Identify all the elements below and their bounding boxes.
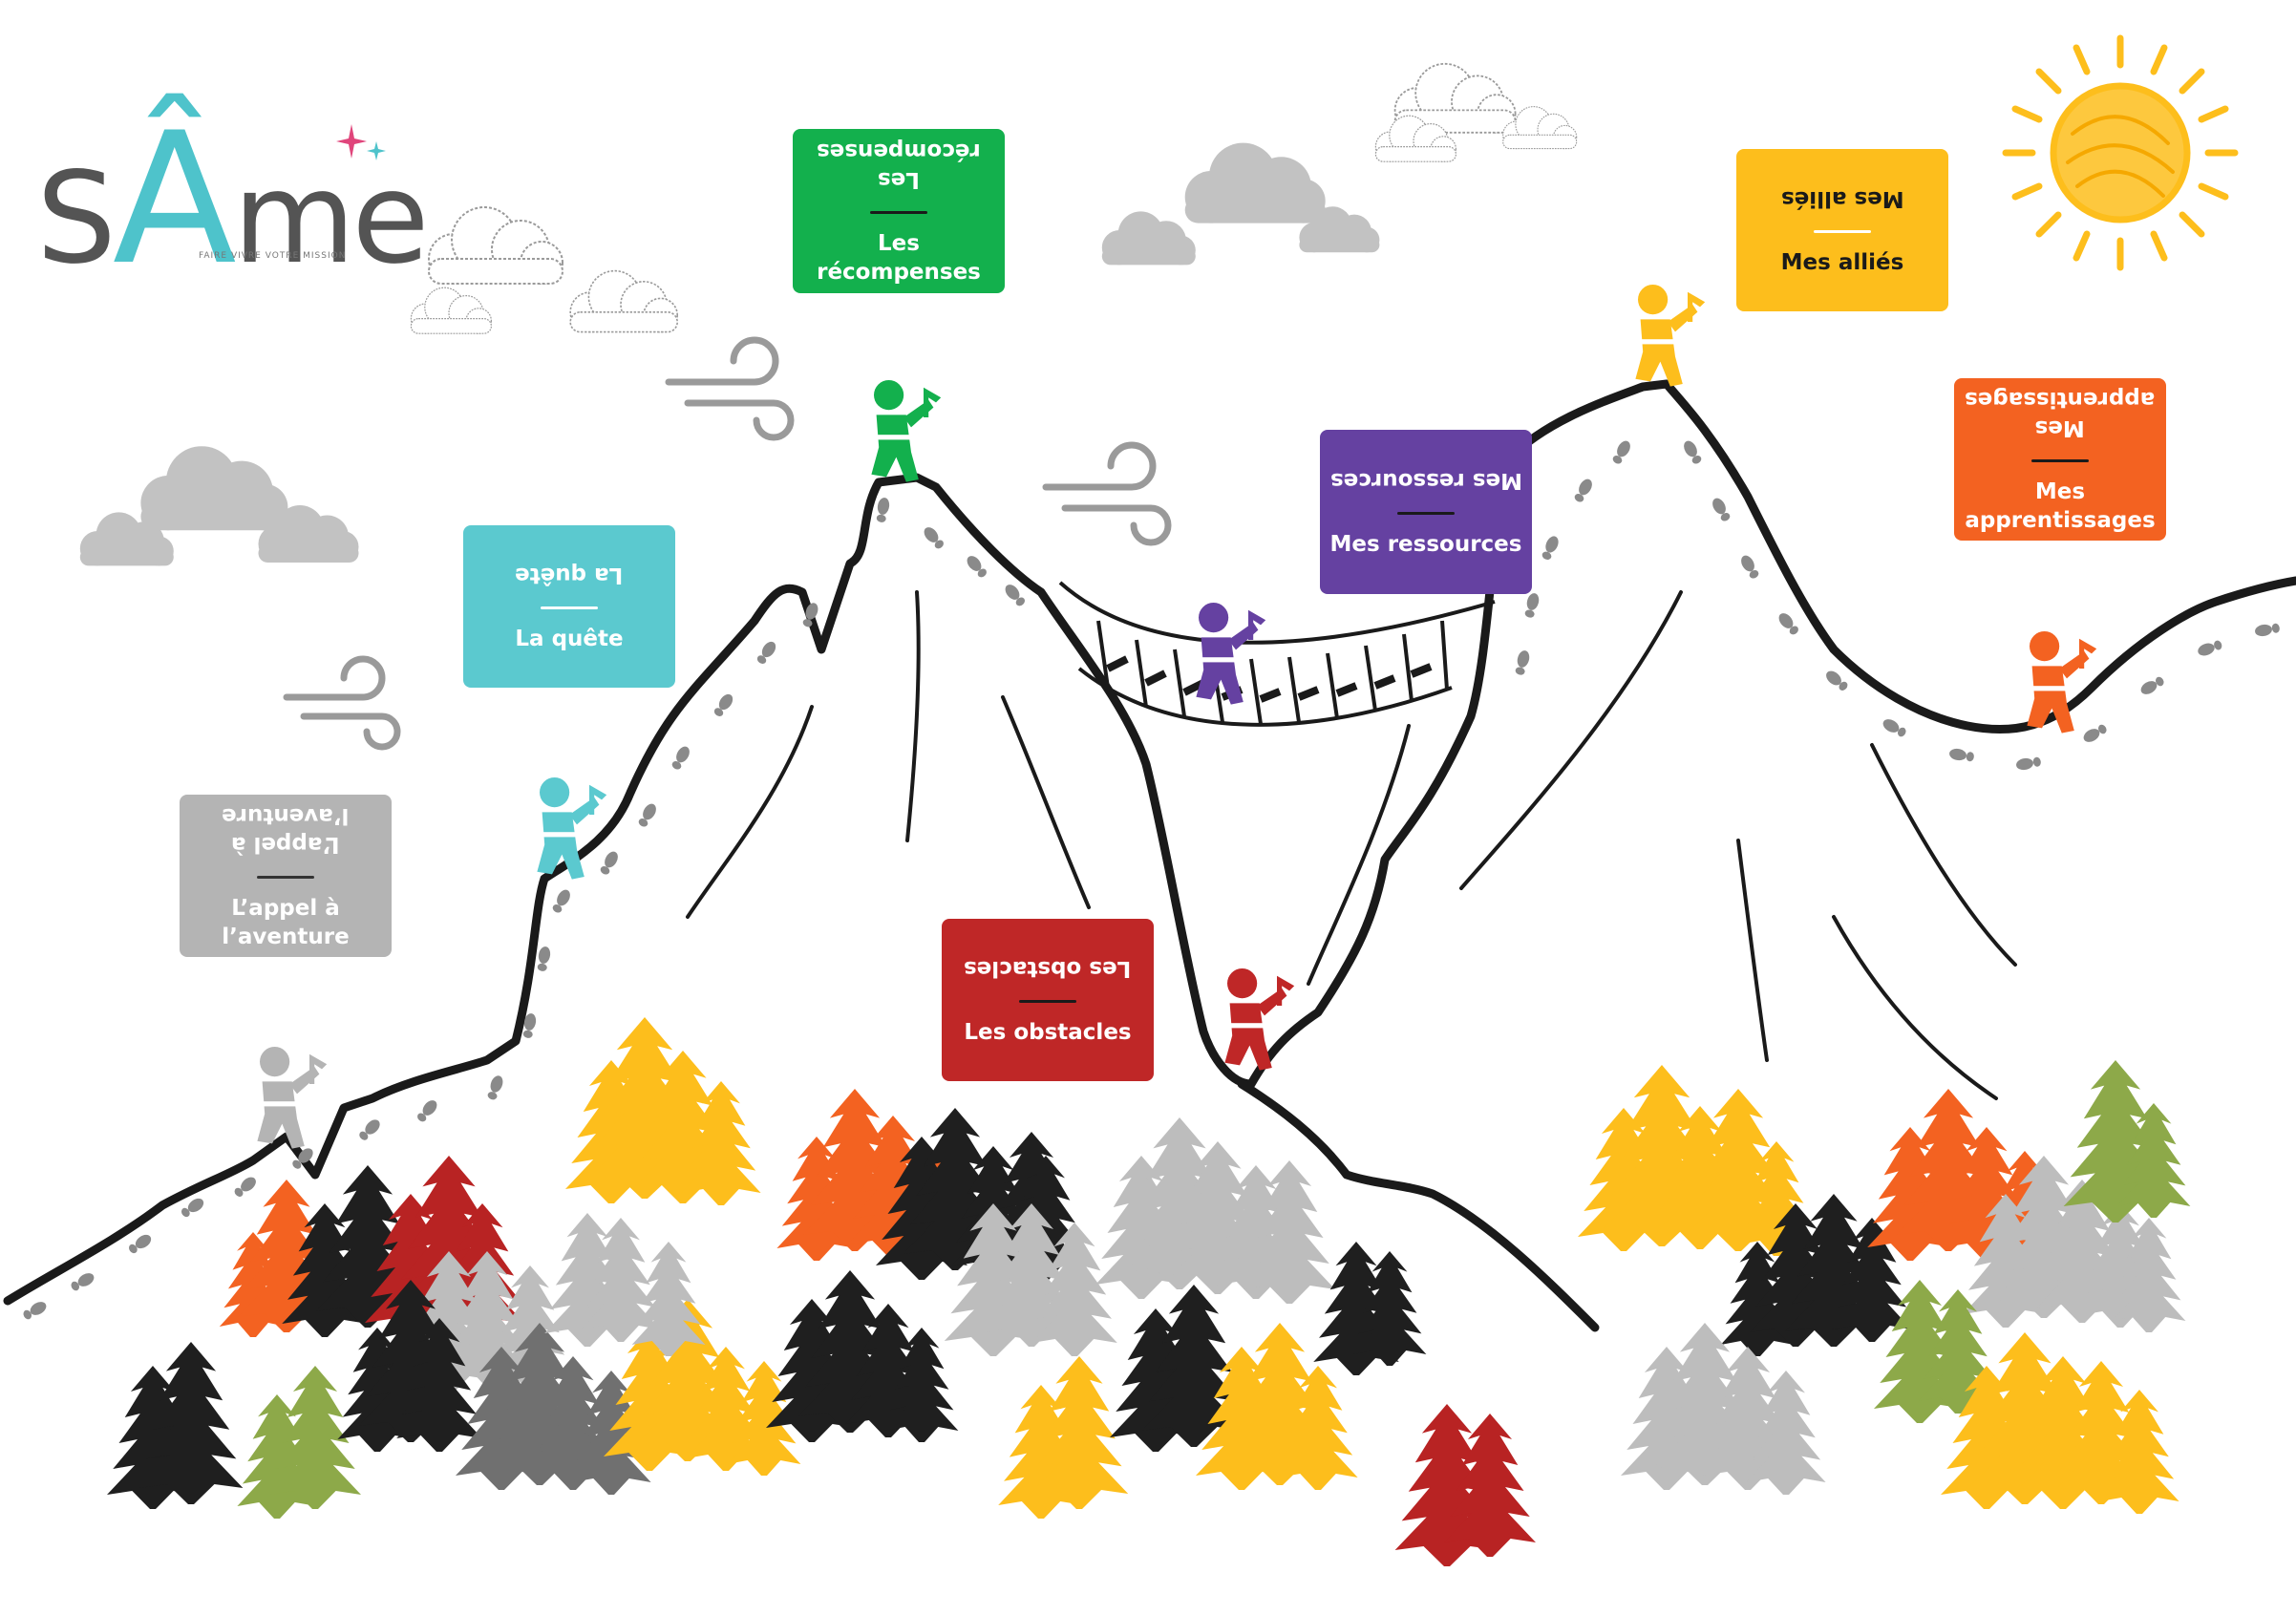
stage-label-flipped: La quête: [515, 562, 624, 587]
pine-tree-icon: [530, 1356, 616, 1490]
pine-tree-icon: [269, 1366, 361, 1509]
slope-line: [1832, 915, 1998, 1100]
pine-tree-icon: [1244, 1160, 1335, 1304]
pine-tree-icon: [1746, 1371, 1826, 1495]
sun-icon: [2002, 34, 2239, 271]
stage-card-quete: La quête La quête: [463, 525, 675, 688]
brand-letter-s: S: [36, 145, 117, 292]
slope-line: [1736, 839, 1769, 1062]
stage-label-flipped: Les obstacles: [964, 955, 1132, 981]
pine-tree-icon: [2116, 1103, 2191, 1218]
pine-tree-icon: [2112, 1218, 2186, 1332]
slope-line: [686, 705, 814, 919]
sparkle-icon: [336, 124, 386, 160]
slope-line: [1001, 695, 1091, 909]
climber-icon: [2027, 631, 2097, 734]
stage-label: Mes ressources: [1329, 531, 1522, 557]
cloud-icon: [428, 206, 563, 285]
pine-tree-icon: [396, 1318, 482, 1452]
divider: [1019, 999, 1076, 1003]
stage-card-obstacles: Les obstacles Les obstacles: [942, 919, 1154, 1081]
divider: [1397, 511, 1455, 515]
rope-bridge-icon: [1058, 581, 1496, 727]
pine-tree-icon: [571, 1371, 651, 1495]
brand-letter-a-accent: Â: [112, 94, 237, 305]
slope-line: [1870, 743, 2017, 967]
mountain-range: [3, 379, 2296, 1332]
pine-tree-icon: [1141, 1285, 1246, 1447]
brand-letters-me: me: [232, 145, 430, 292]
brand-tagline: FAIRE VIVRE VOTRE MISSION: [199, 251, 347, 261]
divider: [870, 210, 927, 214]
pine-tree-icon: [681, 1081, 761, 1205]
pine-tree-icon: [2099, 1390, 2179, 1514]
pine-tree-icon: [1832, 1218, 1912, 1342]
forest: [107, 1017, 2191, 1566]
stage-label: La quête: [515, 626, 624, 651]
pine-tree-icon: [1031, 1223, 1117, 1356]
winds: [283, 336, 1172, 751]
divider: [541, 606, 598, 609]
cloud-icon: [140, 446, 288, 531]
climber-icon: [257, 1047, 328, 1149]
slope-line: [905, 590, 921, 842]
stage-card-ressources: Mes ressources Mes ressources: [1320, 430, 1532, 594]
divider: [1814, 229, 1871, 233]
stage-label-flipped: Mes alliés: [1780, 185, 1904, 211]
stage-label: Les obstacles: [964, 1019, 1132, 1045]
pine-tree-icon: [138, 1342, 244, 1504]
pine-tree-icon: [581, 1218, 661, 1342]
slope-line: [1307, 724, 1411, 986]
stage-label: Mes alliés: [1780, 249, 1904, 275]
wind-icon: [1042, 441, 1172, 546]
pine-tree-icon: [1278, 1366, 1358, 1490]
divider: [2031, 458, 2089, 462]
climber-icon: [537, 777, 607, 880]
pine-tree-icon: [1352, 1251, 1427, 1366]
cloud-icon: [1101, 211, 1196, 266]
climber-icon: [871, 380, 942, 482]
pine-tree-icon: [1444, 1414, 1536, 1557]
main-ridge-line: [3, 379, 2296, 1306]
cloud-icon: [569, 269, 679, 333]
pine-tree-icon: [727, 1361, 801, 1476]
pine-tree-icon: [1030, 1356, 1129, 1509]
climber-icon: [1224, 968, 1295, 1071]
brand-word: SÂme: [36, 94, 430, 305]
pine-tree-icon: [884, 1328, 959, 1442]
climber-icon: [1635, 285, 1706, 387]
stage-label-flipped: Mes ressources: [1329, 467, 1522, 493]
brand-logo: SÂme FAIRE VIVRE VOTRE MISSION: [36, 94, 430, 323]
wind-icon: [665, 336, 795, 441]
lower-ridge-line: [1237, 1079, 1600, 1332]
stage-card-allies: Mes alliés Mes alliés: [1736, 149, 1948, 311]
slope-line: [1459, 590, 1683, 890]
cloud-icon: [1184, 142, 1326, 223]
wind-icon: [283, 655, 401, 751]
divider: [257, 875, 314, 879]
pine-tree-icon: [631, 1242, 706, 1356]
